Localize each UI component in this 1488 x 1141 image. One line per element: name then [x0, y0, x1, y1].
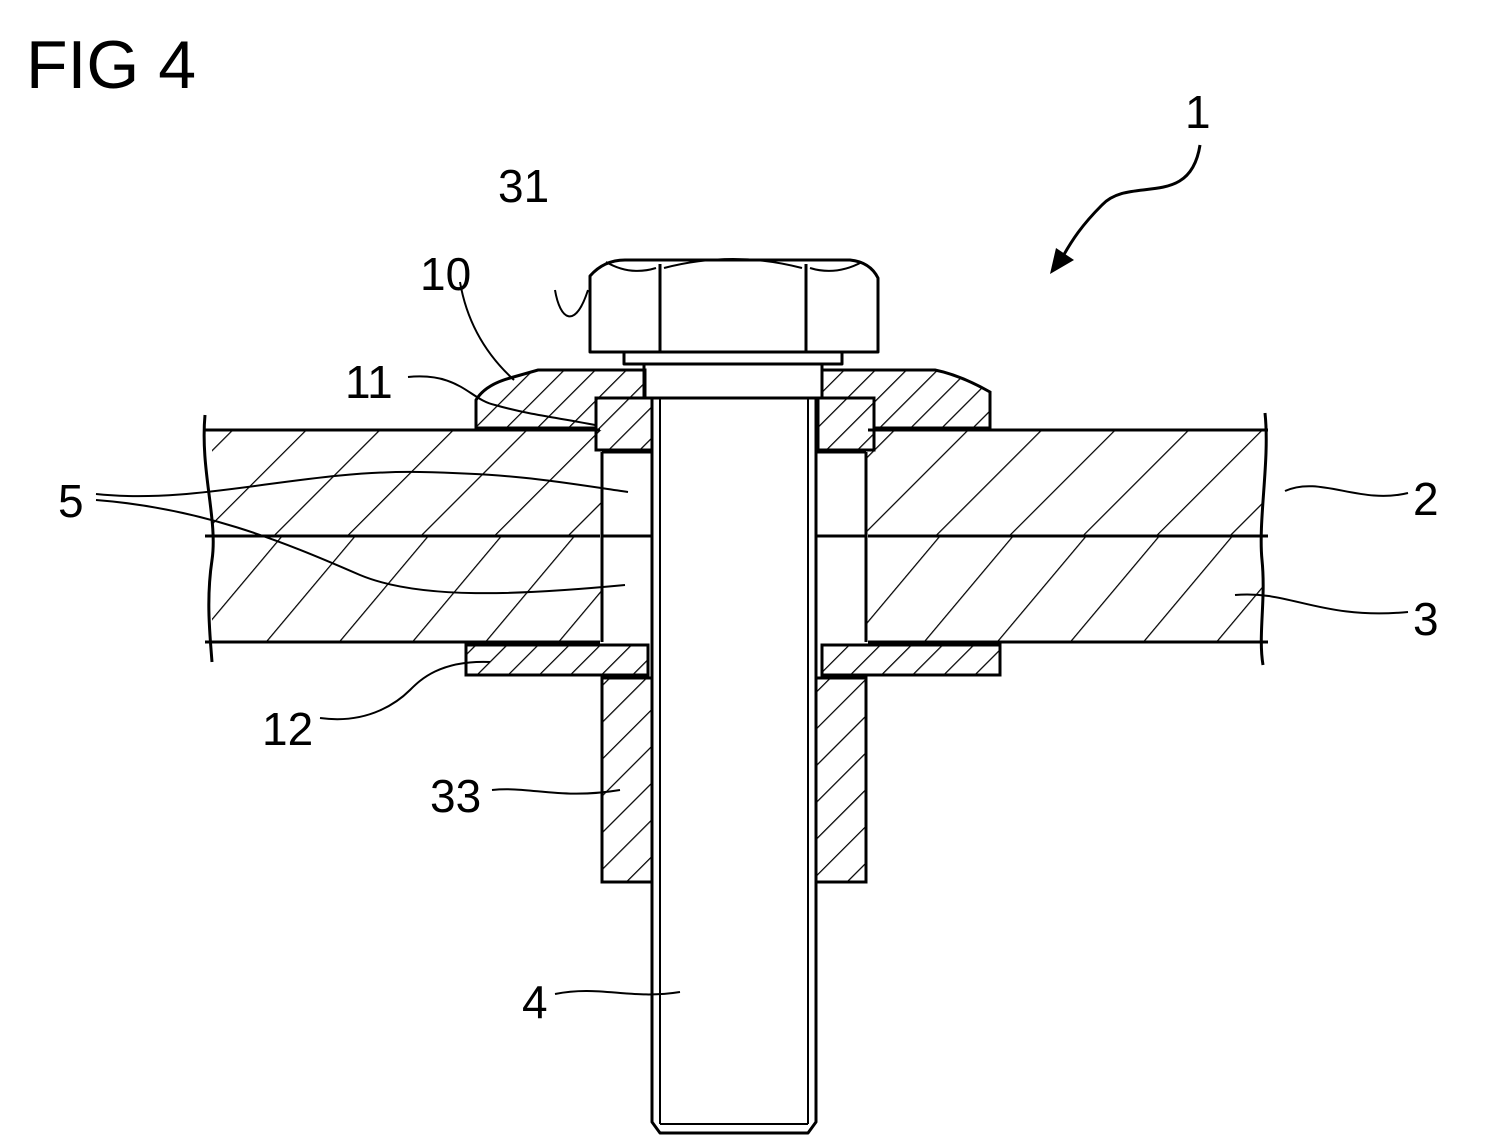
label-upper-plate: 2 [1413, 473, 1439, 525]
bottom-washer [466, 645, 1000, 675]
top-insert [596, 398, 874, 450]
label-bore: 5 [58, 475, 84, 527]
label-top-insert: 11 [345, 356, 393, 408]
label-lower-plate: 3 [1413, 593, 1439, 645]
bolt-shaft [652, 398, 816, 1133]
left-break-line [204, 415, 213, 662]
nut [602, 678, 866, 882]
label-nut: 33 [430, 770, 481, 822]
label-bolt: 4 [522, 976, 548, 1028]
label-bottom-washer: 12 [262, 703, 313, 755]
label-top-washer: 10 [420, 248, 471, 300]
bore [602, 452, 866, 642]
label-bolt-head: 31 [498, 160, 549, 212]
upper-plate [205, 430, 1268, 536]
figure-title: FIG 4 [26, 27, 196, 103]
label-assembly: 1 [1185, 86, 1211, 138]
lower-plate [205, 536, 1268, 642]
assembly-arrow [1050, 145, 1200, 274]
